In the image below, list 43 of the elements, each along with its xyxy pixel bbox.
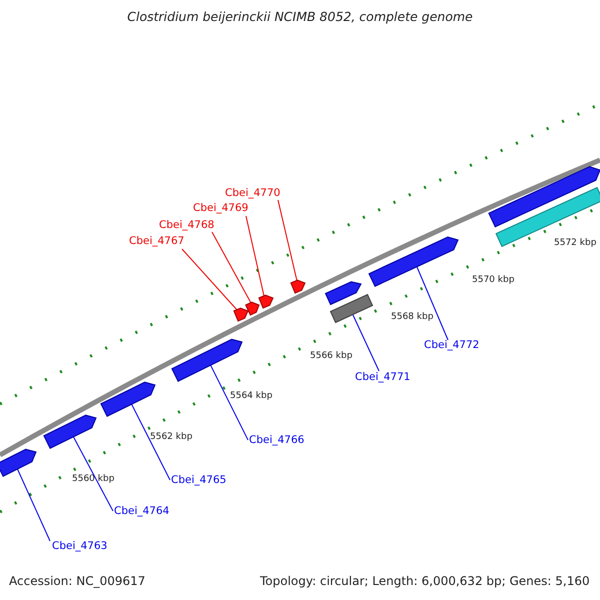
scale-label: 5560 kbp (72, 475, 114, 485)
gene-bar (330, 294, 374, 324)
gene-label: Cbei_4770 (225, 188, 280, 200)
scale-label: 5568 kbp (391, 313, 434, 323)
scale-label: 5564 kbp (230, 392, 272, 402)
gene-label: Cbei_4772 (424, 340, 480, 352)
gene-label: Cbei_4764 (114, 506, 170, 518)
gene-feature (233, 308, 249, 322)
gene-feature (258, 294, 274, 309)
leader-line (182, 248, 238, 312)
gene-feature (324, 281, 362, 306)
leader-line (130, 402, 170, 480)
leader-line (352, 314, 380, 372)
title: Clostridium beijerinckii NCIMB 8052, complete genome (126, 10, 474, 24)
gene-label: Cbei_4767 (129, 236, 184, 248)
gene-label: Cbei_4763 (52, 541, 108, 553)
gene-feature (290, 280, 306, 294)
gene-label: Cbei_4771 (355, 372, 410, 384)
gene-feature (488, 166, 600, 228)
gene-bar (495, 186, 600, 248)
gene-feature (0, 448, 37, 477)
gene-feature (368, 236, 459, 287)
gene-feature (43, 414, 97, 449)
accession-text: Accession: NC_009617 (9, 575, 146, 588)
gene-feature (245, 302, 260, 316)
leader-line (416, 266, 448, 340)
scale-label: 5570 kbp (472, 276, 514, 286)
leader-line (212, 232, 252, 304)
leader-line (210, 364, 248, 440)
gene-label: Cbei_4769 (193, 203, 248, 215)
gene-label: Cbei_4766 (249, 435, 304, 447)
gene-feature (100, 382, 156, 417)
scale-label: 5572 kbp (554, 239, 596, 249)
leader-line (246, 216, 264, 296)
gene-label: Cbei_4768 (159, 220, 214, 232)
leader-line (16, 468, 50, 542)
scale-label: 5566 kbp (310, 352, 352, 362)
gene-label: Cbei_4765 (171, 475, 226, 487)
genome-summary-text: Topology: circular; Length: 6,000,632 bp; Genes: 5,160 (260, 575, 590, 588)
gene-feature (171, 338, 243, 382)
leader-line (278, 200, 298, 282)
scale-label: 5562 kbp (150, 433, 192, 443)
leader-line (72, 436, 114, 512)
